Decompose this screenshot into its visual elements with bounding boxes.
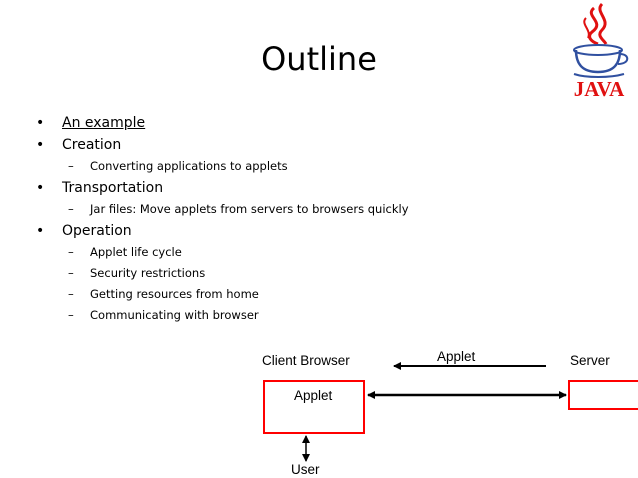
sub-bullet-marker: – bbox=[68, 159, 74, 173]
java-coffee-cup-icon: JAVA bbox=[573, 2, 629, 100]
sub-bullet-item: – Jar files: Move applets from servers to… bbox=[36, 199, 596, 220]
sub-bullet-item: – Applet life cycle bbox=[36, 242, 596, 263]
applet-box-label: Applet bbox=[294, 388, 333, 403]
sub-bullet-marker: – bbox=[68, 308, 74, 322]
sub-bullet-item: – Getting resources from home bbox=[36, 284, 596, 305]
bullet-item: • Transportation bbox=[36, 177, 596, 199]
server-label: Server bbox=[570, 353, 610, 368]
sub-bullet-text: Getting resources from home bbox=[90, 287, 259, 301]
bullet-item[interactable]: • An example bbox=[36, 112, 596, 134]
bullet-item: • Operation bbox=[36, 220, 596, 242]
sub-bullet-item: – Communicating with browser bbox=[36, 305, 596, 326]
sub-bullet-text: Communicating with browser bbox=[90, 308, 259, 322]
sub-bullet-text: Applet life cycle bbox=[90, 245, 182, 259]
client-browser-label: Client Browser bbox=[262, 353, 350, 368]
slide-title: Outline bbox=[261, 40, 377, 78]
bullet-marker: • bbox=[36, 180, 45, 196]
sub-bullet-text: Converting applications to applets bbox=[90, 159, 288, 173]
sub-bullet-marker: – bbox=[68, 266, 74, 280]
sub-bullet-marker: – bbox=[68, 245, 74, 259]
sub-bullet-item: – Converting applications to applets bbox=[36, 156, 596, 177]
sub-bullet-text: Jar files: Move applets from servers to … bbox=[90, 202, 409, 216]
java-logo-text: JAVA bbox=[574, 77, 625, 100]
bullet-item: • Creation bbox=[36, 134, 596, 156]
bullet-marker: • bbox=[36, 137, 45, 153]
sub-bullet-text: Security restrictions bbox=[90, 266, 206, 280]
bullet-text: Creation bbox=[62, 137, 122, 153]
bullet-link[interactable]: An example bbox=[62, 115, 146, 131]
server-box bbox=[568, 380, 638, 410]
transfer-arrow-label: Applet bbox=[437, 349, 476, 364]
bullet-marker: • bbox=[36, 115, 45, 131]
bullet-marker: • bbox=[36, 223, 45, 239]
bullet-text: Operation bbox=[62, 223, 132, 239]
sub-bullet-item: – Security restrictions bbox=[36, 263, 596, 284]
sub-bullet-marker: – bbox=[68, 287, 74, 301]
bullet-list: • An example • Creation – Converting applicat… bbox=[36, 112, 596, 326]
user-label: User bbox=[291, 462, 320, 477]
bullet-text: Transportation bbox=[62, 180, 164, 196]
client-applet-box bbox=[263, 380, 365, 434]
sub-bullet-marker: – bbox=[68, 202, 74, 216]
